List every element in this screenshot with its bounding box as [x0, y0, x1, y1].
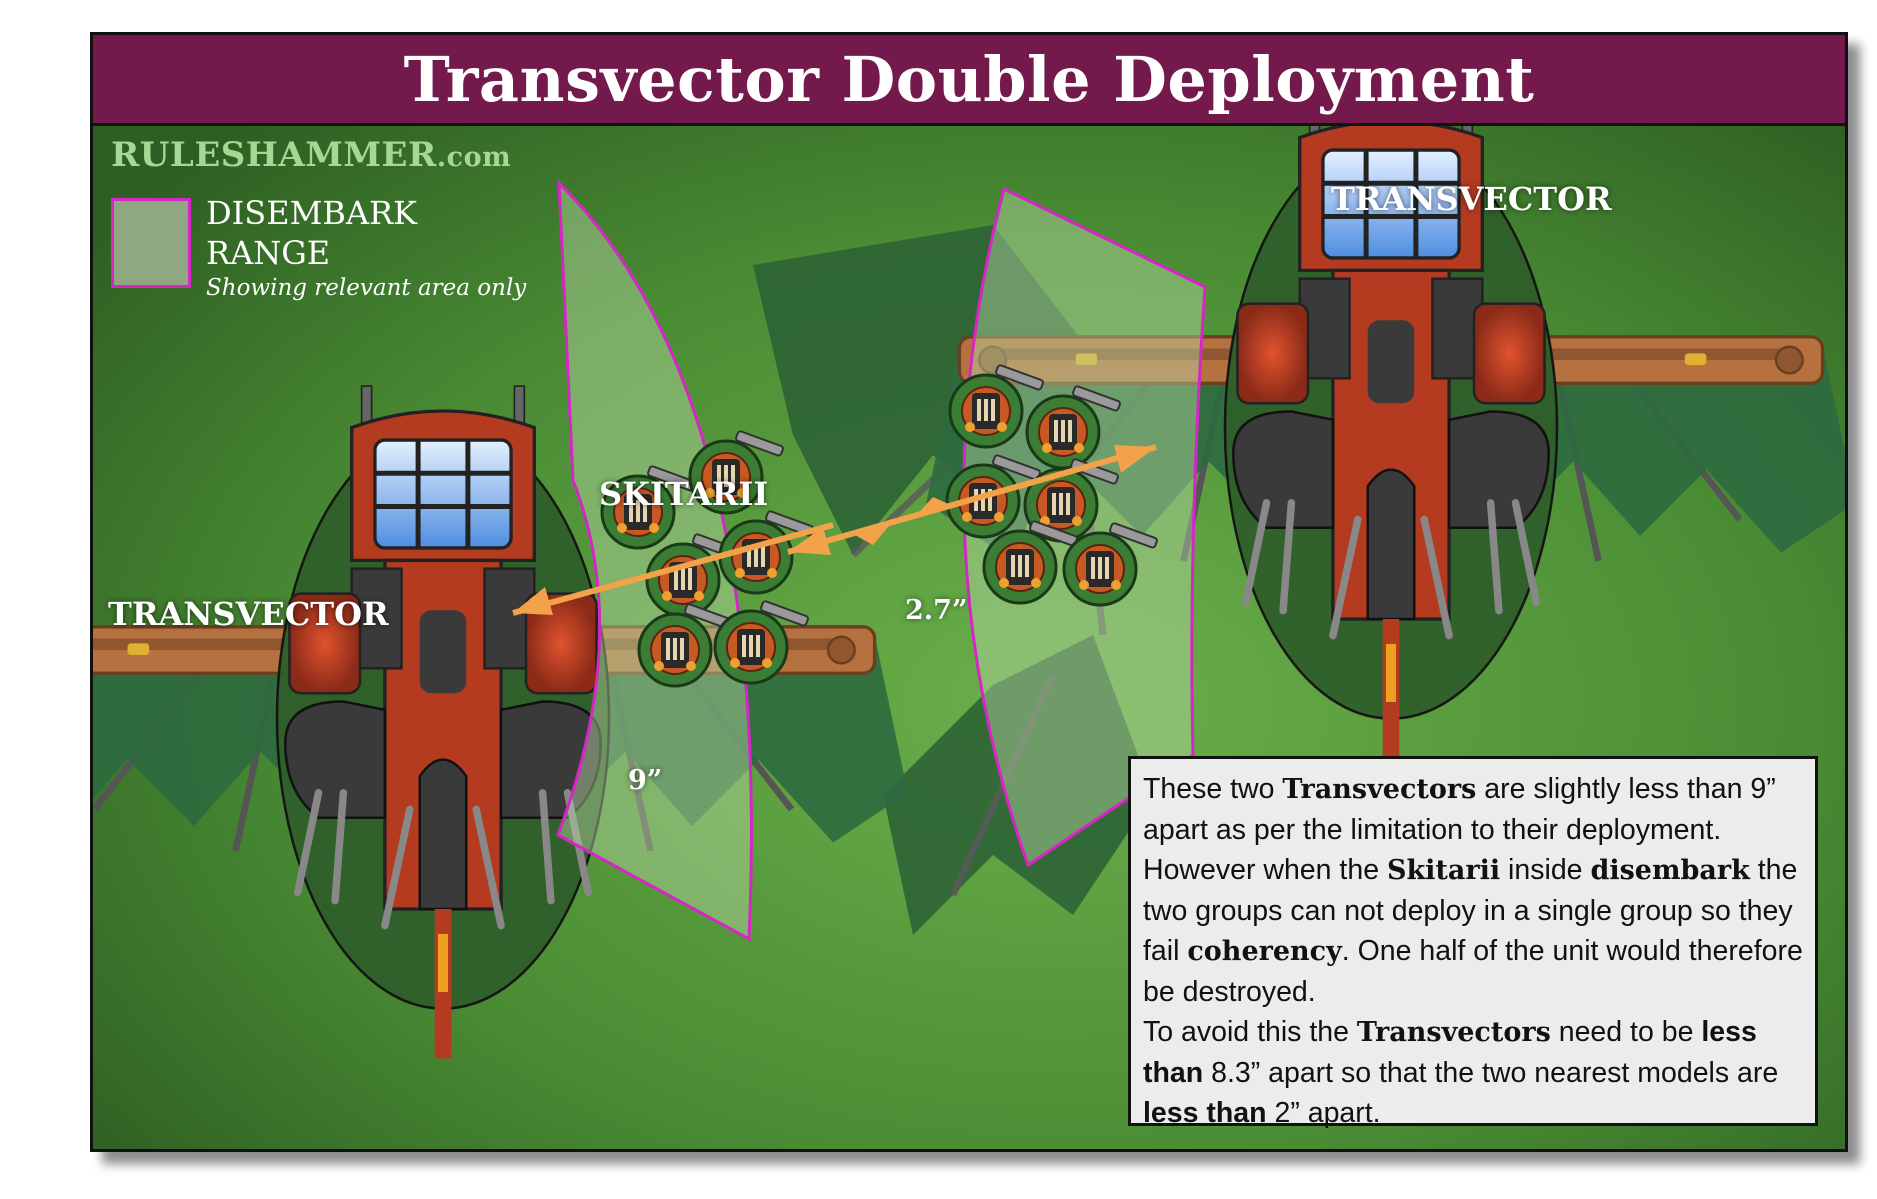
term-less-than: less than — [1143, 1016, 1757, 1089]
label-skitarii: SKITARII — [599, 475, 769, 513]
label-transvector-right: TRANSVECTOR — [1331, 180, 1612, 218]
legend-label: DISEMBARK RANGE — [206, 193, 506, 273]
term-transvectors: Transvectors — [1282, 774, 1477, 805]
header-bar: Transvector Double Deployment — [93, 35, 1845, 126]
text: need to be — [1550, 1016, 1702, 1048]
legend-label-line2: RANGE — [206, 234, 331, 272]
label-transvector-left: TRANSVECTOR — [108, 595, 389, 633]
text: 8.3” apart so that the two nearest model… — [1203, 1057, 1779, 1089]
text: the two groups can not deploy in a singl… — [1143, 854, 1798, 967]
text: inside — [1500, 854, 1591, 886]
diagram-frame: Transvector Double Deployment RULESHAMME… — [90, 32, 1848, 1152]
text: These two — [1143, 773, 1283, 805]
explanation-box: These two Transvectors are slightly less… — [1128, 756, 1818, 1129]
legend-swatch — [111, 198, 191, 288]
term-coherency: coherency — [1187, 936, 1342, 967]
explanation-paragraph-1: These two Transvectors are slightly less… — [1143, 769, 1803, 1012]
term-less-than: less than — [1143, 1097, 1267, 1129]
legend-label-line1: DISEMBARK — [206, 194, 417, 232]
page-title: Transvector Double Deployment — [403, 42, 1535, 116]
brand-logo-text: RULESHAMMER.com — [111, 135, 511, 175]
distance-arrow-gap — [787, 444, 1157, 555]
text: To avoid this the — [1143, 1016, 1357, 1048]
text: . One half of the unit would therefore b… — [1143, 935, 1803, 1008]
legend-note: Showing relevant area only — [206, 275, 527, 301]
brand-name: RULESHAMMER — [111, 135, 437, 175]
term-skitarii: Skitarii — [1386, 855, 1501, 886]
scene — [93, 35, 1845, 1149]
distance-arrow-range — [512, 522, 834, 616]
term-transvectors: Transvectors — [1356, 1017, 1551, 1048]
explanation-paragraph-2: To avoid this the Transvectors need to b… — [1143, 1012, 1803, 1133]
text: are slightly less than 9” apart as per t… — [1143, 773, 1776, 886]
term-disembark: disembark — [1590, 855, 1750, 886]
brand-suffix: .com — [436, 142, 512, 173]
label-distance-gap: 2.7” — [905, 595, 968, 626]
label-distance-range: 9” — [628, 765, 663, 796]
text: 2” apart. — [1266, 1097, 1381, 1129]
